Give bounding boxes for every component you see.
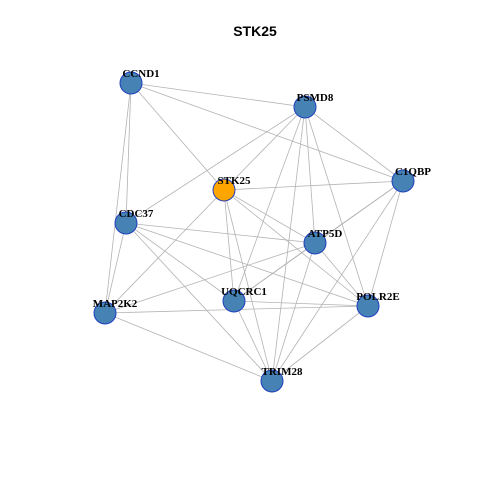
node-stk25: STK25 — [212, 175, 251, 202]
edge-cdc37-uqcrc1 — [125, 222, 235, 302]
edge-ccnd1-psmd8 — [130, 82, 306, 108]
node-circle-map2k2 — [93, 301, 117, 325]
node-circle-trim28 — [260, 369, 284, 393]
edge-c1qbp-polr2e — [367, 180, 404, 307]
node-polr2e: POLR2E — [356, 291, 400, 318]
node-label-polr2e: POLR2E — [356, 291, 399, 303]
edge-stk25-atp5d — [223, 189, 316, 244]
node-cdc37: CDC37 — [114, 208, 154, 235]
node-uqcrc1: UQCRC1 — [221, 286, 267, 313]
node-label-c1qbp: C1QBP — [395, 166, 431, 178]
edge-uqcrc1-trim28 — [233, 300, 273, 382]
node-circle-polr2e — [356, 294, 380, 318]
node-label-atp5d: ATP5D — [308, 228, 343, 240]
node-circle-c1qbp — [391, 169, 415, 193]
node-map2k2: MAP2K2 — [93, 298, 138, 325]
edge-psmd8-trim28 — [271, 106, 306, 382]
node-label-stk25: STK25 — [217, 175, 251, 187]
edge-ccnd1-cdc37 — [125, 82, 132, 224]
node-label-cdc37: CDC37 — [119, 208, 154, 220]
edge-cdc37-polr2e — [125, 222, 369, 307]
edge-psmd8-stk25 — [223, 106, 306, 191]
edge-psmd8-atp5d — [304, 106, 316, 244]
node-label-psmd8: PSMD8 — [297, 92, 334, 104]
node-ccnd1: CCND1 — [119, 68, 160, 95]
node-circle-cdc37 — [114, 211, 138, 235]
edge-stk25-uqcrc1 — [223, 189, 235, 302]
edge-atp5d-polr2e — [314, 242, 369, 307]
node-label-uqcrc1: UQCRC1 — [221, 286, 267, 298]
edge-stk25-polr2e — [223, 189, 369, 307]
edge-cdc37-trim28 — [125, 222, 273, 382]
node-circle-psmd8 — [293, 95, 317, 119]
edge-stk25-c1qbp — [223, 180, 404, 191]
node-circle-stk25 — [212, 178, 236, 202]
edge-psmd8-c1qbp — [304, 106, 404, 182]
edge-psmd8-cdc37 — [125, 106, 306, 224]
edge-stk25-map2k2 — [104, 189, 225, 314]
node-circle-uqcrc1 — [222, 289, 246, 313]
node-circle-atp5d — [303, 231, 327, 255]
graph-title: STK25 — [233, 23, 277, 39]
edge-psmd8-uqcrc1 — [233, 106, 306, 302]
edge-atp5d-map2k2 — [104, 242, 316, 314]
node-label-map2k2: MAP2K2 — [93, 298, 138, 310]
node-label-ccnd1: CCND1 — [122, 68, 159, 80]
edge-atp5d-trim28 — [271, 242, 316, 382]
edge-ccnd1-map2k2 — [104, 82, 132, 314]
edge-c1qbp-trim28 — [271, 180, 404, 382]
edge-atp5d-uqcrc1 — [233, 242, 316, 302]
edge-stk25-trim28 — [223, 189, 273, 382]
edge-cdc37-map2k2 — [104, 222, 127, 314]
edge-ccnd1-stk25 — [130, 82, 225, 191]
node-atp5d: ATP5D — [303, 228, 343, 255]
edge-polr2e-trim28 — [271, 305, 369, 382]
node-label-trim28: TRIM28 — [262, 366, 303, 378]
edge-uqcrc1-polr2e — [233, 300, 369, 307]
edge-map2k2-trim28 — [104, 312, 273, 382]
node-circle-ccnd1 — [119, 71, 143, 95]
node-trim28: TRIM28 — [260, 366, 303, 393]
node-psmd8: PSMD8 — [293, 92, 334, 119]
node-c1qbp: C1QBP — [391, 166, 431, 193]
edge-layer — [104, 82, 404, 382]
edge-psmd8-polr2e — [304, 106, 369, 307]
edge-cdc37-atp5d — [125, 222, 316, 244]
